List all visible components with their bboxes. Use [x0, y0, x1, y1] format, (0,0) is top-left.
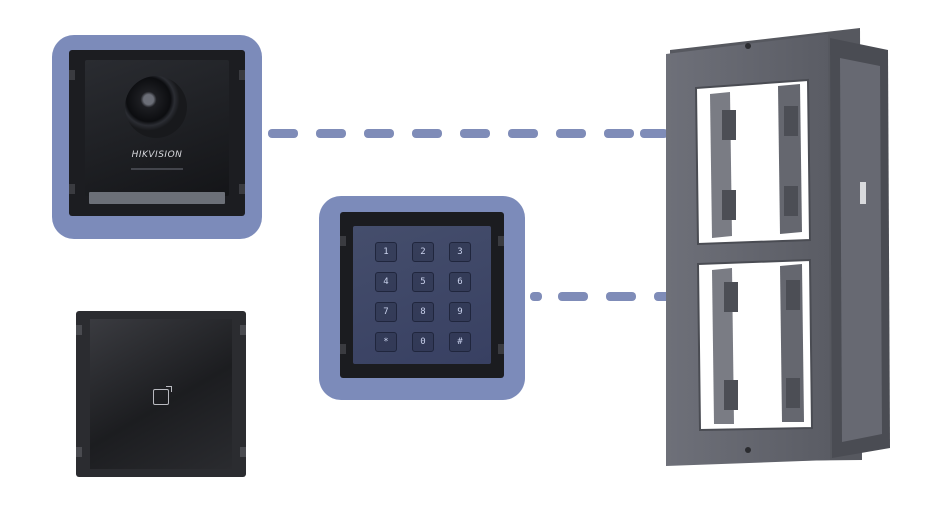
card-mount-tab — [240, 447, 246, 457]
camera-connector-line — [268, 129, 668, 138]
card-mount-tab — [76, 447, 82, 457]
key-4: 4 — [375, 272, 397, 292]
camera-brand-logo: HIKVISION — [131, 150, 183, 160]
camera-mount-tab — [69, 184, 75, 194]
card-tap-icon — [153, 386, 172, 405]
key-hash: # — [449, 332, 471, 352]
camera-indicator-strip — [131, 168, 183, 170]
mounting-frame — [666, 28, 890, 466]
camera-mount-tab — [239, 70, 245, 80]
keypad-module: 1 2 3 4 5 6 7 8 9 * 0 # — [340, 212, 504, 378]
keypad-mount-tab — [340, 236, 346, 246]
keypad-connector-line — [530, 292, 670, 301]
card-reader-module — [76, 311, 246, 477]
keypad-mount-tab — [340, 344, 346, 354]
camera-module: HIKVISION — [69, 50, 245, 216]
keypad-mount-tab — [498, 236, 504, 246]
card-reader-panel — [90, 319, 232, 469]
camera-front-panel: HIKVISION — [85, 60, 229, 204]
keypad-front-panel: 1 2 3 4 5 6 7 8 9 * 0 # — [353, 226, 491, 364]
key-6: 6 — [449, 272, 471, 292]
key-star: * — [375, 332, 397, 352]
key-2: 2 — [412, 242, 434, 262]
frame-screw-hole — [745, 447, 751, 453]
camera-mount-tab — [69, 70, 75, 80]
key-9: 9 — [449, 302, 471, 322]
camera-mount-tab — [239, 184, 245, 194]
card-mount-tab — [76, 325, 82, 335]
key-1: 1 — [375, 242, 397, 262]
key-0: 0 — [412, 332, 434, 352]
frame-screw-hole — [745, 43, 751, 49]
keypad-mount-tab — [498, 344, 504, 354]
key-7: 7 — [375, 302, 397, 322]
camera-lens-icon — [125, 76, 187, 138]
camera-nameplate — [89, 192, 225, 204]
key-5: 5 — [412, 272, 434, 292]
key-8: 8 — [412, 302, 434, 322]
key-3: 3 — [449, 242, 471, 262]
card-mount-tab — [240, 325, 246, 335]
